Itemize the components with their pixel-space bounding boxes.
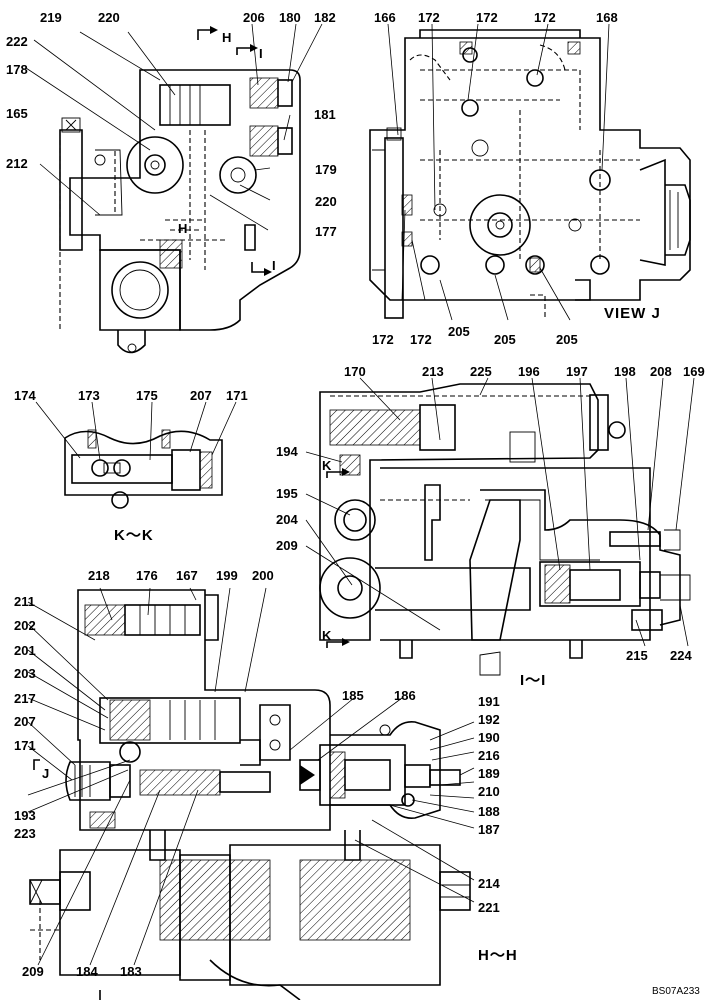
callout-181: 181 (314, 107, 336, 122)
callout-218: 218 (88, 568, 110, 583)
callout-196: 196 (518, 364, 540, 379)
callout-176: 176 (136, 568, 158, 583)
callout-222: 222 (6, 34, 28, 49)
callout-221: 221 (478, 900, 500, 915)
top-left-view (25, 23, 323, 354)
callout-206: 206 (243, 10, 265, 25)
marker-j: J (42, 766, 49, 781)
callout-172d: 172 (372, 332, 394, 347)
callout-220: 220 (98, 10, 120, 25)
callout-205a: 205 (448, 324, 470, 339)
callout-197: 197 (566, 364, 588, 379)
callout-189: 189 (478, 766, 500, 781)
callout-172b: 172 (476, 10, 498, 25)
callout-168: 168 (596, 10, 618, 25)
ii-view (305, 377, 695, 676)
kk-view (35, 401, 237, 509)
callout-195: 195 (276, 486, 298, 501)
callout-192: 192 (478, 712, 500, 727)
callout-217: 217 (14, 691, 36, 706)
callout-191: 191 (478, 694, 500, 709)
callout-205c: 205 (556, 332, 578, 347)
callout-220b: 220 (315, 194, 337, 209)
marker-i-mid: I (272, 258, 276, 273)
callout-186: 186 (394, 688, 416, 703)
marker-i-top: I (259, 46, 263, 61)
callout-172a: 172 (418, 10, 440, 25)
callout-183: 183 (120, 964, 142, 979)
section-markers: H I H I K K J (42, 30, 332, 781)
callout-169: 169 (683, 364, 705, 379)
callout-207b: 207 (14, 714, 36, 729)
callout-172e: 172 (410, 332, 432, 347)
callout-166: 166 (374, 10, 396, 25)
callout-179: 179 (315, 162, 337, 177)
callout-175: 175 (136, 388, 158, 403)
callout-173: 173 (78, 388, 100, 403)
figure-code: BS07A233 (652, 986, 700, 997)
marker-k-lower: K (322, 628, 332, 643)
callout-209b: 209 (22, 964, 44, 979)
callout-210: 210 (478, 784, 500, 799)
callout-219: 219 (40, 10, 62, 25)
title-h-h: H～H (478, 947, 518, 964)
marker-h-mid: H (178, 221, 187, 236)
callout-205b: 205 (494, 332, 516, 347)
callout-202: 202 (14, 618, 36, 633)
callout-207: 207 (190, 388, 212, 403)
callout-224: 224 (670, 648, 692, 663)
title-i-i: I～I (520, 672, 546, 689)
callout-171: 171 (226, 388, 248, 403)
callout-216: 216 (478, 748, 500, 763)
callout-213: 213 (422, 364, 444, 379)
title-view-j: VIEW J (604, 305, 661, 322)
callout-214: 214 (478, 876, 500, 891)
callout-215: 215 (626, 648, 648, 663)
callout-200: 200 (252, 568, 274, 583)
callout-187: 187 (478, 822, 500, 837)
callout-211: 211 (14, 594, 35, 609)
callout-labels: 219 220 206 180 182 222 178 165 181 212 … (6, 10, 705, 979)
callout-201: 201 (14, 643, 36, 658)
callout-188: 188 (478, 804, 500, 819)
callout-174: 174 (14, 388, 36, 403)
callout-194: 194 (276, 444, 298, 459)
marker-k-upper: K (322, 458, 332, 473)
callout-204: 204 (276, 512, 298, 527)
view-j (369, 23, 691, 321)
callout-167: 167 (176, 568, 198, 583)
callout-193: 193 (14, 808, 36, 823)
callout-190: 190 (478, 730, 500, 745)
marker-h-top: H (222, 30, 231, 45)
callout-198: 198 (614, 364, 636, 379)
callout-180: 180 (279, 10, 301, 25)
callout-172c: 172 (534, 10, 556, 25)
callout-199: 199 (216, 568, 238, 583)
callout-182: 182 (314, 10, 336, 25)
callout-170: 170 (344, 364, 366, 379)
callout-209: 209 (276, 538, 298, 553)
title-k-k: K～K (114, 527, 154, 544)
callout-184: 184 (76, 964, 98, 979)
callout-177: 177 (315, 224, 337, 239)
callout-171b: 171 (14, 738, 36, 753)
callout-225: 225 (470, 364, 492, 379)
callout-208: 208 (650, 364, 672, 379)
callout-223: 223 (14, 826, 36, 841)
callout-203: 203 (14, 666, 36, 681)
view-titles: VIEW J K～K I～I H～H (114, 305, 661, 964)
callout-212: 212 (6, 156, 28, 171)
callout-185: 185 (342, 688, 364, 703)
callout-165: 165 (6, 106, 28, 121)
hh-view (27, 587, 475, 1000)
callout-178: 178 (6, 62, 28, 77)
